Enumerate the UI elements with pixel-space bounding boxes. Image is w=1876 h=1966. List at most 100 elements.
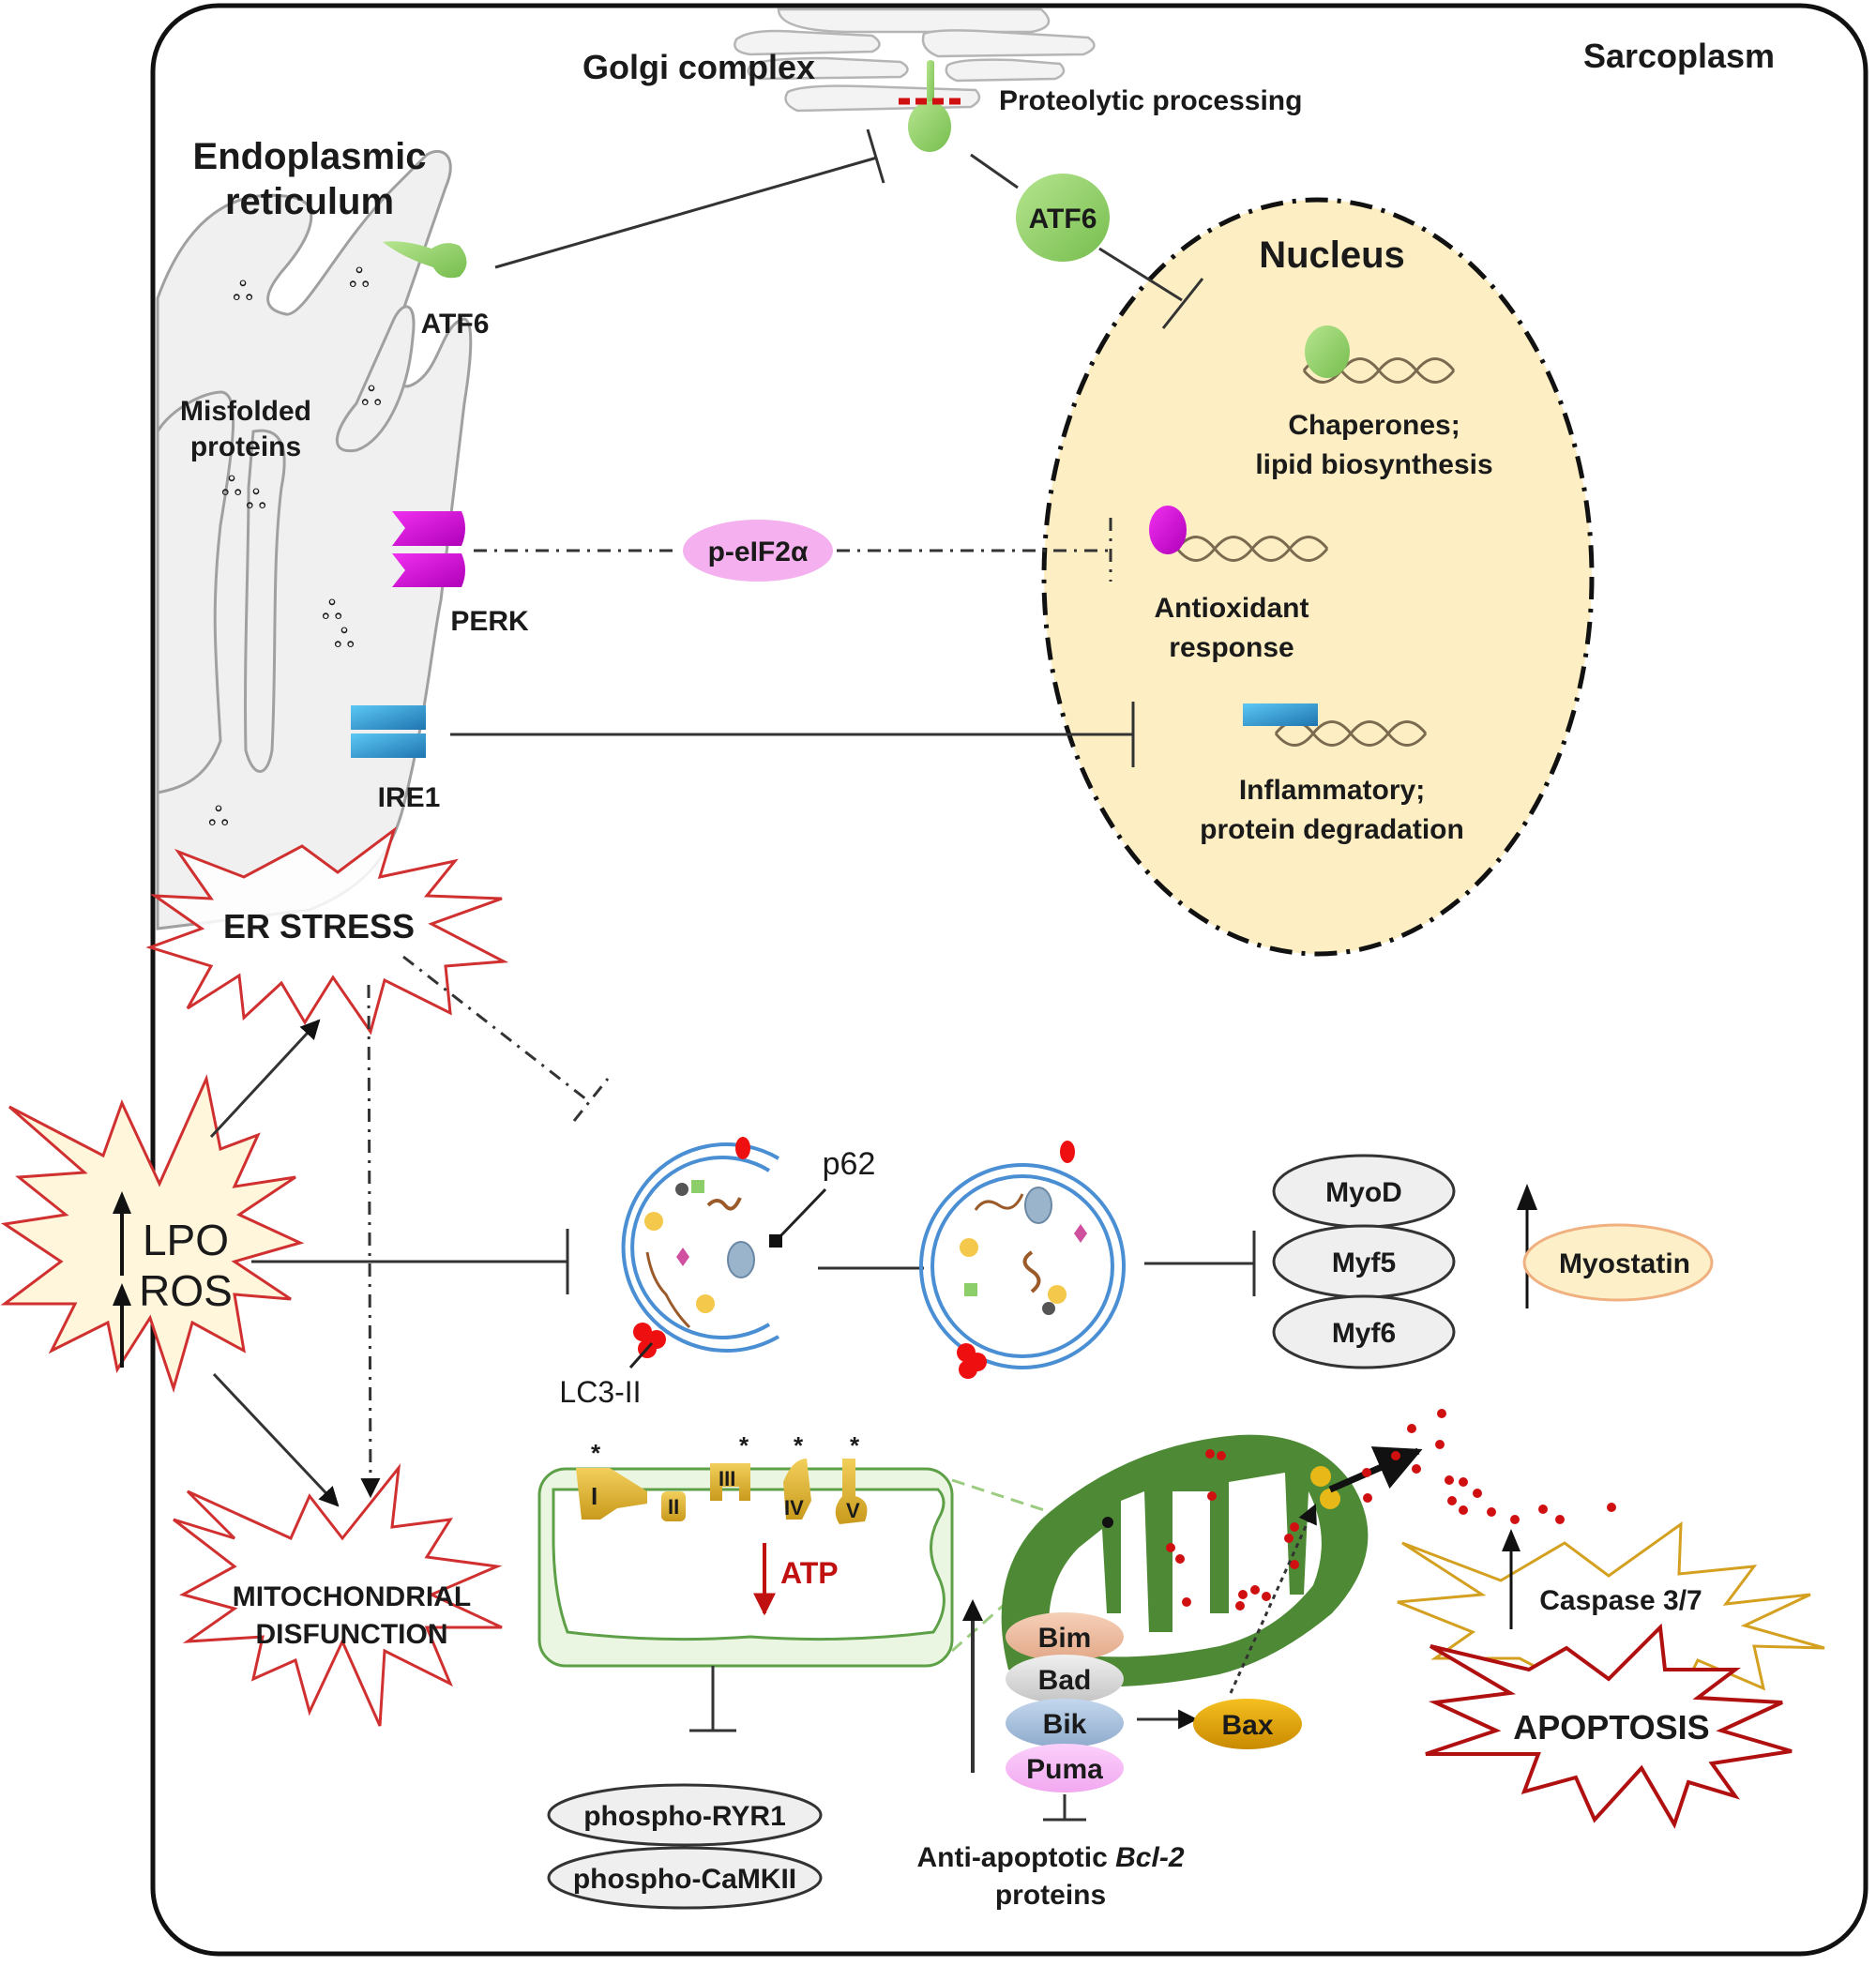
- svg-text:*: *: [591, 1439, 601, 1467]
- up-arrow-icon: [113, 1191, 131, 1276]
- ros-to-er-stress-edge: [209, 1019, 321, 1139]
- svg-text:ஃ: ஃ: [208, 802, 229, 831]
- nucleus-label: Nucleus: [1259, 234, 1405, 276]
- atf6-cleavage-icon: [899, 60, 964, 152]
- response-antioxidant-line2: response: [1169, 632, 1294, 663]
- bim-label: Bim: [1038, 1623, 1092, 1654]
- etc-complexes: I II III IV V * * * *: [576, 1431, 868, 1524]
- bax-label: Bax: [1221, 1710, 1273, 1741]
- mito-dysfunction-line1: MITOCHONDRIAL: [233, 1581, 471, 1612]
- myf6-node: [1272, 1294, 1456, 1369]
- puma-label: Puma: [1026, 1754, 1103, 1785]
- myf5-label: Myf5: [1332, 1248, 1396, 1278]
- er-label-line2: reticulum: [225, 181, 394, 222]
- atf6-sensor-label: ATF6: [421, 309, 490, 340]
- misfolded-label-line1: Misfolded: [180, 396, 311, 427]
- inhibit-bar: [866, 129, 885, 184]
- golgi-label: Golgi complex: [582, 48, 815, 86]
- complex-iv-icon: [783, 1459, 811, 1520]
- svg-text:ஃ: ஃ: [361, 382, 382, 411]
- atf6-sensor-icon: [383, 241, 467, 279]
- golgi-to-atf6-edge: [970, 153, 1019, 189]
- response-chaperones-line2: lipid biosynthesis: [1255, 449, 1492, 480]
- anti-apoptotic-line1: Anti-apoptotic Bcl-2: [917, 1842, 1185, 1873]
- svg-text:ஃ: ஃ: [246, 485, 266, 514]
- myf6-label: Myf6: [1332, 1318, 1396, 1349]
- perk-label: PERK: [450, 606, 529, 637]
- response-inflammatory-line2: protein degradation: [1200, 814, 1464, 845]
- p62-label: p62: [823, 1146, 876, 1182]
- bax-node: [1193, 1699, 1302, 1749]
- complex-iii-icon: [710, 1463, 750, 1501]
- ros-label: ROS: [139, 1266, 233, 1315]
- svg-text:*: *: [794, 1431, 804, 1459]
- myostatin-node: [1522, 1223, 1714, 1302]
- lpo-ros-burst: [0, 1074, 305, 1394]
- bax-to-pore-edge: [1229, 1504, 1317, 1694]
- svg-text:ஃ: ஃ: [322, 596, 342, 625]
- svg-text:*: *: [739, 1431, 749, 1459]
- atf6-tf-icon: [1305, 325, 1350, 378]
- ros-to-mito-edge: [212, 1372, 340, 1507]
- puma-node: [1006, 1744, 1124, 1792]
- atf6-to-nucleus-edge: [1098, 247, 1183, 302]
- ire1-label: IRE1: [378, 782, 441, 813]
- golgi-complex: [734, 8, 1096, 113]
- caspase-label: Caspase 3/7: [1539, 1585, 1702, 1616]
- bim-node: [1006, 1612, 1124, 1661]
- perk-sensor-icon: [392, 511, 465, 587]
- atp-label: ATP: [780, 1556, 839, 1590]
- svg-text:II: II: [668, 1495, 679, 1519]
- svg-text:ஃ: ஃ: [334, 624, 355, 653]
- svg-text:ஃ: ஃ: [349, 264, 370, 293]
- phospho-camkii-node: [547, 1846, 823, 1910]
- peif2a-label: p-eIF2α: [708, 537, 809, 567]
- svg-text:I: I: [591, 1482, 598, 1510]
- mito-dysfunction-burst: [173, 1463, 503, 1727]
- proteolytic-processing-label: Proteolytic processing: [999, 85, 1302, 116]
- misfolded-label-line2: proteins: [190, 431, 301, 462]
- myod-label: MyoD: [1325, 1177, 1402, 1208]
- er-label-line1: Endoplasmic: [193, 136, 427, 177]
- mito-dysfunction-line2: DISFUNCTION: [256, 1619, 448, 1650]
- apoptosis-label: APOPTOSIS: [1513, 1708, 1709, 1747]
- bik-node: [1006, 1699, 1124, 1747]
- apoptosis-burst: [1425, 1623, 1793, 1829]
- p62-pointer: [777, 1187, 827, 1240]
- modification-asterisk-icons: * * * *: [591, 1431, 860, 1467]
- svg-text:V: V: [846, 1499, 860, 1522]
- dna-helix-icon: [1175, 536, 1329, 562]
- phospho-ryr1-label: phospho-RYR1: [583, 1801, 786, 1832]
- misfolded-protein-icons: ஃ ஃ ஃ ஃ ஃ ஃ ஃ ஃ: [208, 264, 382, 831]
- phospho-camkii-label: phospho-CaMKII: [573, 1864, 796, 1895]
- cytochrome-release-arrow: [1328, 1446, 1423, 1493]
- inhibit-bar: [1161, 278, 1204, 329]
- er-stress-to-mito-edge: [360, 984, 381, 1499]
- er-stress-burst: [145, 826, 509, 1036]
- inhibit-bar: [572, 1078, 610, 1122]
- up-arrow-icon: [1502, 1529, 1520, 1629]
- cytochrome-c-dots: [1362, 1409, 1616, 1524]
- phagophore-icon: [621, 1137, 780, 1358]
- myostatin-label: Myostatin: [1559, 1248, 1690, 1279]
- response-antioxidant-line1: Antioxidant: [1155, 593, 1309, 624]
- nrf2-tf-icon: [1149, 506, 1187, 554]
- complex-ii-icon: [661, 1491, 686, 1521]
- bik-label: Bik: [1043, 1709, 1087, 1740]
- svg-text:ஃ: ஃ: [221, 472, 242, 501]
- up-arrow-icon: [962, 1599, 983, 1773]
- myogenic-factor-stack: MyoD Myf5 Myf6: [1272, 1154, 1456, 1369]
- response-chaperones-line1: Chaperones;: [1288, 410, 1460, 441]
- atf6-active-node: [1016, 174, 1110, 262]
- xbp1-tf-icon: [1243, 703, 1318, 726]
- peif2a-node: [683, 520, 833, 582]
- anti-apoptotic-line2: proteins: [995, 1880, 1106, 1911]
- complex-v-icon: [835, 1459, 868, 1524]
- sarcoplasm-label: Sarcoplasm: [1583, 37, 1775, 75]
- ire1-sensor-icon: [351, 705, 426, 758]
- lc3-label: LC3-II: [559, 1375, 641, 1409]
- p62-marker: [769, 1234, 782, 1248]
- phospho-ryr1-node: [547, 1783, 823, 1847]
- lpo-label: LPO: [143, 1216, 229, 1264]
- svg-text:IV: IV: [784, 1496, 804, 1520]
